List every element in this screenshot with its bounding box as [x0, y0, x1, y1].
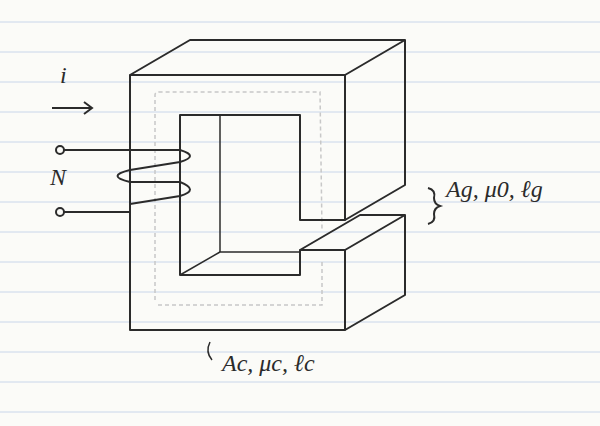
notebook-lines	[0, 22, 600, 412]
core-label-tick	[208, 342, 212, 360]
core-parameters: Ac, μc, ℓc	[222, 350, 315, 378]
turns-label: N	[50, 164, 66, 192]
coil-winding	[52, 102, 190, 216]
gap-brace	[428, 188, 440, 224]
core-outline	[130, 40, 405, 330]
gap-parameters: Ag, μ0, ℓg	[446, 176, 556, 204]
current-label: i	[60, 62, 67, 90]
